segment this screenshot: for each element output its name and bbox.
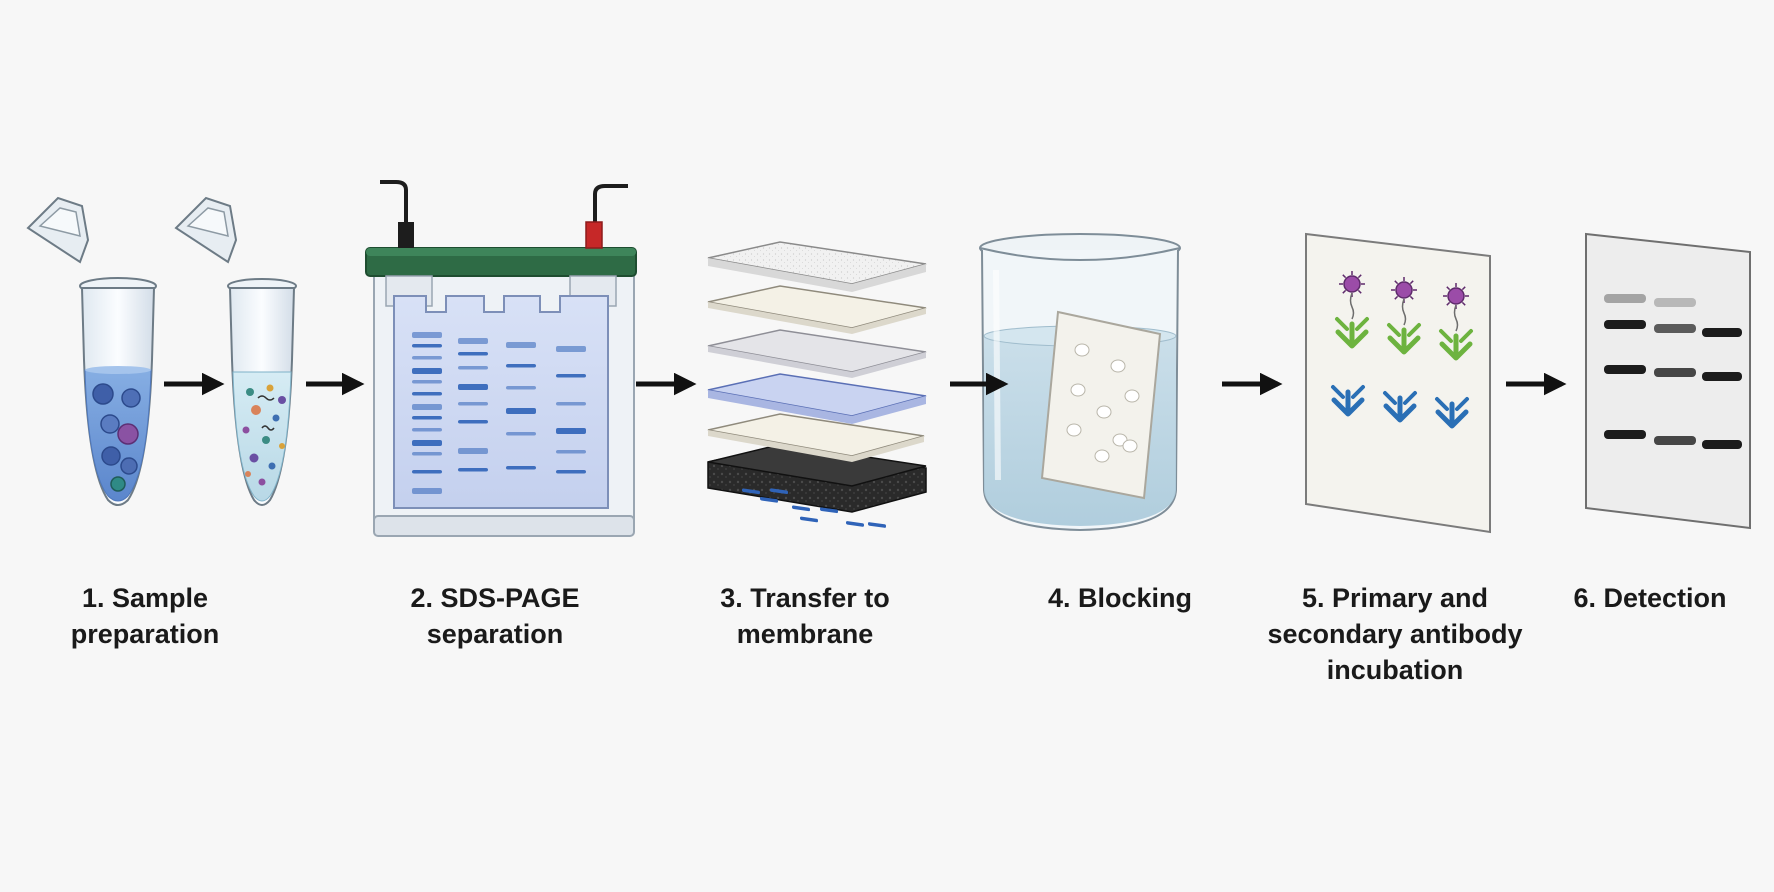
gel-band — [412, 368, 442, 374]
detection-band — [1702, 372, 1742, 381]
blocking-dot — [1110, 359, 1126, 373]
detection-band — [1604, 294, 1646, 303]
transfer-band — [868, 522, 886, 528]
detection-band — [1654, 324, 1696, 333]
microtube-cells-icon — [26, 196, 157, 506]
gel-band — [412, 488, 442, 494]
antibody-set — [1333, 271, 1471, 426]
detection-band — [1604, 430, 1646, 439]
gel-band — [412, 452, 442, 456]
transfer-band — [792, 505, 810, 512]
gel-band — [506, 386, 536, 390]
gel-band — [412, 428, 442, 432]
transfer-band — [770, 488, 788, 495]
gel-band — [412, 404, 442, 410]
enzyme-icon — [1343, 275, 1361, 293]
gel-band — [412, 416, 442, 420]
gel-band — [458, 384, 488, 390]
detection-band — [1654, 298, 1696, 307]
gel-band — [556, 346, 586, 352]
blocking-dot — [1122, 439, 1138, 453]
enzyme-icon — [1395, 281, 1413, 299]
gel-band — [458, 402, 488, 406]
detection-band — [1604, 365, 1646, 374]
gel-band — [458, 468, 488, 472]
gel-band — [412, 392, 442, 396]
gel-band — [556, 402, 586, 406]
step-label-detection: 6. Detection — [1573, 583, 1727, 613]
gel-band — [506, 342, 536, 348]
gel-band — [412, 356, 442, 360]
gel-band — [506, 364, 536, 368]
transfer-stack-icon — [707, 241, 927, 528]
antibody-complex — [1385, 277, 1419, 420]
transfer-gel-bands — [742, 488, 886, 528]
transfer-band — [820, 507, 838, 514]
gel-band — [506, 408, 536, 414]
blot-film-icon — [1585, 232, 1751, 530]
antibody-complex — [1333, 271, 1367, 414]
gel-band — [412, 470, 442, 474]
gel-band — [556, 428, 586, 434]
electrophoresis-tank-icon — [365, 180, 637, 537]
detection-band — [1604, 320, 1646, 329]
detection-band — [1702, 328, 1742, 337]
gel-band — [556, 450, 586, 454]
transfer-band — [800, 516, 818, 523]
gel-band — [556, 470, 586, 474]
gel-band — [412, 332, 442, 338]
blocking-dot — [1070, 383, 1086, 397]
antibody-complex — [1437, 283, 1471, 426]
blocking-dot — [1094, 449, 1110, 463]
detection-band — [1654, 368, 1696, 377]
gel-band — [506, 466, 536, 470]
blocking-dot — [1096, 405, 1112, 419]
blocking-dot — [1124, 389, 1140, 403]
transfer-band — [742, 488, 760, 495]
gel-band — [556, 374, 586, 378]
detection-band — [1654, 436, 1696, 445]
gel-band — [412, 380, 442, 384]
blocking-protein-dots — [1066, 343, 1140, 463]
beaker-membrane-icon — [979, 233, 1181, 532]
blocking-dot — [1066, 423, 1082, 437]
gel-band — [506, 432, 536, 436]
transfer-band — [760, 497, 778, 503]
gel-band — [458, 448, 488, 454]
enzyme-icon — [1447, 287, 1465, 305]
gel-bands — [412, 332, 586, 494]
step-label-blocking: 4. Blocking — [1047, 583, 1193, 613]
gel-band — [458, 352, 488, 356]
gel-band — [458, 420, 488, 424]
transfer-band — [846, 521, 864, 527]
gel-band — [412, 344, 442, 348]
gel-band — [458, 366, 488, 370]
gel-band — [412, 440, 442, 446]
blocking-dot — [1074, 343, 1090, 357]
detection-band — [1702, 440, 1742, 449]
antibody-membrane-icon — [1305, 232, 1491, 534]
microtube-lysate-icon — [174, 196, 297, 506]
detection-bands — [1604, 294, 1742, 449]
gel-band — [458, 338, 488, 344]
